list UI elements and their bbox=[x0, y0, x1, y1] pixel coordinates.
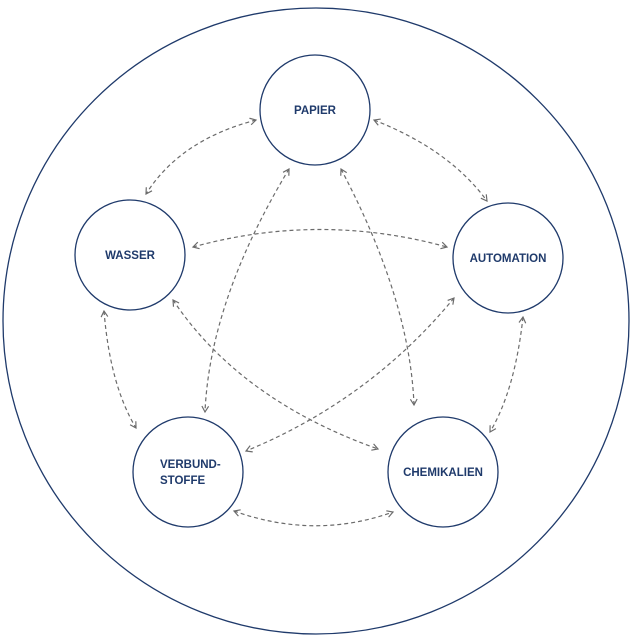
node-label-verbundstoffe-line1: VERBUND- bbox=[160, 459, 221, 471]
node-chemikalien: CHEMIKALIEN bbox=[387, 416, 499, 528]
node-circle bbox=[452, 202, 564, 314]
arrow-papier-wasser bbox=[145, 117, 258, 196]
node-label-automation: AUTOMATION bbox=[470, 253, 547, 265]
node-label-verbundstoffe-line2: STOFFE bbox=[160, 475, 205, 487]
arrow-automation-verbundstoffe bbox=[244, 297, 455, 453]
node-label-wasser: WASSER bbox=[105, 250, 156, 262]
connections bbox=[100, 117, 527, 527]
node-label-chemikalien: CHEMIKALIEN bbox=[403, 467, 483, 479]
arrow-wasser-automation bbox=[191, 228, 449, 250]
node-automation: AUTOMATION bbox=[452, 202, 564, 314]
node-circle bbox=[74, 199, 186, 311]
outer-boundary-circle bbox=[2, 7, 630, 635]
node-wasser: WASSER bbox=[74, 199, 186, 311]
arrow-automation-chemikalien bbox=[489, 315, 527, 434]
arrow-wasser-verbundstoffe bbox=[100, 309, 137, 430]
arrow-papier-verbundstoffe bbox=[201, 167, 290, 414]
node-circle bbox=[132, 416, 244, 528]
arrow-verbundstoffe-chemikalien bbox=[232, 509, 395, 527]
node-papier: PAPIER bbox=[259, 54, 371, 166]
arrow-papier-chemikalien bbox=[340, 167, 418, 407]
node-circle bbox=[387, 416, 499, 528]
arrow-papier-automation bbox=[372, 118, 488, 202]
node-label-papier: PAPIER bbox=[294, 105, 337, 117]
node-verbundstoffe: VERBUND- STOFFE bbox=[132, 416, 244, 528]
node-circle bbox=[259, 54, 371, 166]
